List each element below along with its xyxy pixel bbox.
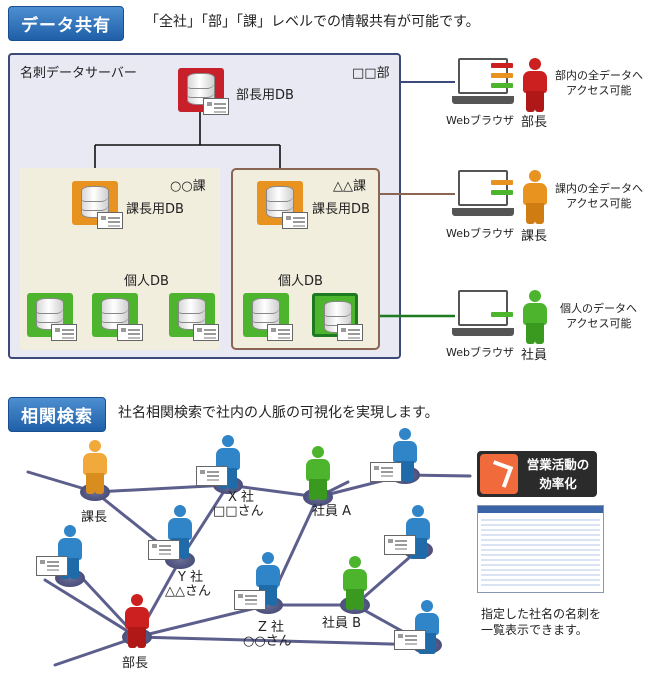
- business-card-icon: [282, 212, 308, 229]
- correlation-search-description: 社名相関検索で社内の人脈の可視化を実現します。: [118, 405, 439, 421]
- personal-db-icon: [169, 293, 215, 337]
- person-icon-shain: [523, 290, 547, 344]
- node-label-z-person: ○○さん: [243, 634, 292, 649]
- node-label-y-person: △△さん: [165, 584, 211, 599]
- person-icon-x-company: [216, 435, 240, 489]
- access-text-kacho-2: アクセス可能: [566, 197, 632, 210]
- laptop-icon: [452, 290, 514, 340]
- person-icon-kacho-node: [83, 440, 107, 494]
- efficiency-text-2: 効率化: [539, 476, 577, 491]
- access-text-bucho-2: アクセス可能: [566, 84, 632, 97]
- person-icon-bucho-node: [125, 594, 149, 648]
- dept-db-label: 部長用DB: [236, 88, 294, 103]
- business-card-icon: [394, 630, 426, 650]
- business-card-icon: [97, 212, 123, 229]
- data-sharing-badge: データ共有: [8, 6, 124, 41]
- node-label-x-person: □□さん: [213, 504, 264, 519]
- arrow-up-icon: [480, 454, 518, 494]
- node-label-y-company: Y 社: [178, 570, 204, 585]
- section-b-personal-db-label: 個人DB: [278, 274, 323, 289]
- business-card-icon: [148, 540, 180, 560]
- role-label-kacho: 課長: [521, 229, 548, 244]
- node-label-employee-a: 社員 A: [312, 504, 352, 519]
- role-label-bucho: 部長: [521, 115, 548, 130]
- caption-line-2: 一覧表示できます。: [481, 623, 588, 637]
- business-card-icon: [370, 462, 402, 482]
- node-label-bucho: 部長: [122, 656, 149, 671]
- business-card-icon: [36, 556, 68, 576]
- browser-label-shain: Webブラウザ: [446, 346, 514, 359]
- access-text-kacho-1: 課内の全データへ: [555, 182, 643, 195]
- person-icon-kacho: [523, 170, 547, 224]
- node-label-kacho: 課長: [81, 510, 108, 525]
- browser-label-bucho: Webブラウザ: [446, 114, 514, 127]
- role-label-shain: 社員: [521, 348, 548, 363]
- person-icon-bucho: [523, 58, 547, 112]
- efficiency-badge: 営業活動の 効率化: [477, 451, 597, 497]
- node-label-x-company: X 社: [228, 490, 255, 505]
- efficiency-text-1: 営業活動の: [526, 457, 590, 472]
- correlation-search-badge: 相関検索: [8, 397, 106, 432]
- business-card-icon: [117, 324, 143, 341]
- section-a-label: ○○課: [170, 179, 206, 194]
- section-b-label: △△課: [333, 179, 366, 194]
- business-card-icon: [337, 324, 363, 341]
- access-text-shain-2: アクセス可能: [566, 317, 632, 330]
- business-card-icon: [384, 535, 416, 555]
- person-icon-employee-a: [306, 446, 330, 500]
- business-card-icon: [193, 324, 219, 341]
- access-text-shain-1: 個人のデータへ: [560, 302, 637, 315]
- caption-line-1: 指定した社名の名刺を: [481, 607, 602, 621]
- section-b-db-label: 課長用DB: [312, 202, 370, 217]
- data-sharing-description: 「全社」「部」「課」レベルでの情報共有が可能です。: [145, 14, 480, 30]
- business-card-icon: [267, 324, 293, 341]
- business-card-icon: [234, 590, 266, 610]
- business-card-icon: [196, 466, 228, 486]
- section-a-personal-db-label: 個人DB: [124, 274, 169, 289]
- access-text-bucho-1: 部内の全データへ: [555, 69, 643, 82]
- section-a-db-label: 課長用DB: [126, 202, 184, 217]
- server-label: 名刺データサーバー: [20, 66, 137, 81]
- dept-label: □□部: [352, 66, 390, 81]
- browser-label-kacho: Webブラウザ: [446, 227, 514, 240]
- business-card-icon: [203, 98, 229, 115]
- node-label-employee-b: 社員 B: [322, 616, 362, 631]
- laptop-icon: [452, 170, 514, 220]
- card-list-screenshot: [477, 505, 604, 593]
- business-card-icon: [51, 324, 77, 341]
- person-icon-employee-b: [343, 556, 367, 610]
- node-label-z-company: Z 社: [258, 620, 285, 635]
